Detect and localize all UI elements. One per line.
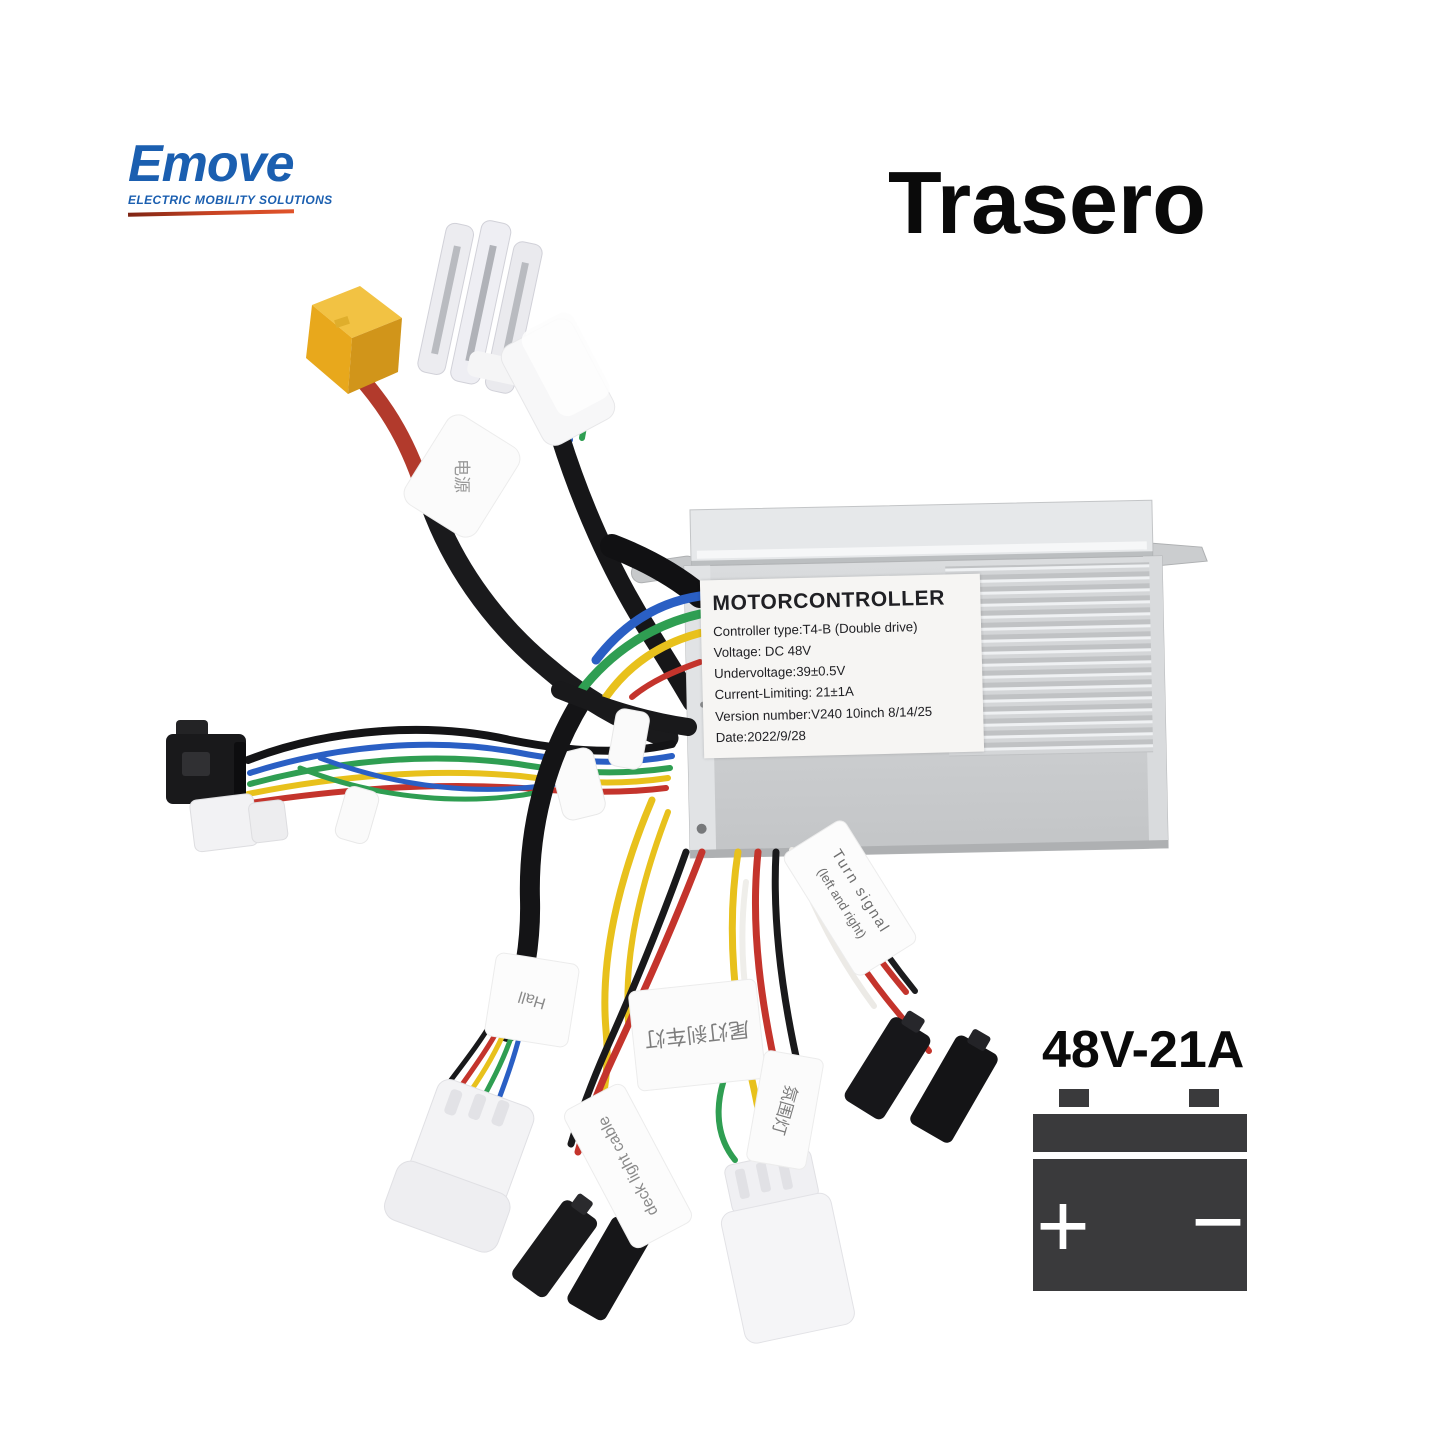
page-title: Trasero bbox=[888, 153, 1206, 252]
white-connector-left bbox=[189, 793, 289, 853]
wire-tag-hall: Hall bbox=[484, 952, 580, 1048]
wire-tag-tail-brake: 尾灯刹车灯 bbox=[628, 978, 766, 1092]
brand-name: Emove bbox=[128, 135, 295, 193]
wire-bundle-left bbox=[244, 725, 676, 806]
battery-rating: 48V-21A bbox=[1042, 1021, 1245, 1079]
battery-icon: + − bbox=[1033, 1089, 1247, 1291]
xt60-connector bbox=[306, 286, 402, 394]
lid-seam bbox=[691, 551, 1154, 566]
sm-connector-turn bbox=[844, 1010, 931, 1120]
heatsink-fins bbox=[945, 562, 1154, 757]
wire-tag-power: 电源 bbox=[403, 414, 521, 538]
wire-clip bbox=[550, 747, 606, 821]
battery-minus-symbol: − bbox=[1191, 1171, 1245, 1273]
wire-tag-power-text: 电源 bbox=[452, 459, 471, 493]
battery-plus-symbol: + bbox=[1036, 1175, 1090, 1277]
battery-body bbox=[1033, 1159, 1247, 1291]
brand-tagline: ELECTRIC MOBILITY SOLUTIONS bbox=[128, 193, 333, 207]
wire-tag-ambient: 氛围灯 bbox=[746, 1050, 824, 1170]
spec-label-title: MOTORCONTROLLER bbox=[712, 586, 946, 616]
black-connector-left bbox=[166, 720, 246, 804]
sm-connector-deck bbox=[512, 1193, 598, 1298]
lid-highlight bbox=[696, 541, 1147, 559]
brand-logo: Emove ELECTRIC MOBILITY SOLUTIONS bbox=[127, 135, 358, 217]
phase-wires bbox=[551, 534, 712, 736]
sm-connector-turn bbox=[910, 1029, 998, 1143]
battery-terminal-left bbox=[1059, 1089, 1089, 1107]
spade-connectors bbox=[417, 220, 543, 394]
screw bbox=[696, 823, 707, 834]
wire-clip bbox=[608, 708, 650, 770]
white-connector-middle bbox=[720, 1149, 855, 1344]
battery-top-bar bbox=[1033, 1114, 1247, 1152]
wire-clip bbox=[334, 785, 380, 845]
wire-tag-blank bbox=[500, 312, 616, 446]
white-connector-hall bbox=[383, 1078, 535, 1253]
controller-spec-label: MOTORCONTROLLER Controller type:T4-B (Do… bbox=[699, 573, 985, 759]
battery-terminal-right bbox=[1189, 1089, 1219, 1107]
